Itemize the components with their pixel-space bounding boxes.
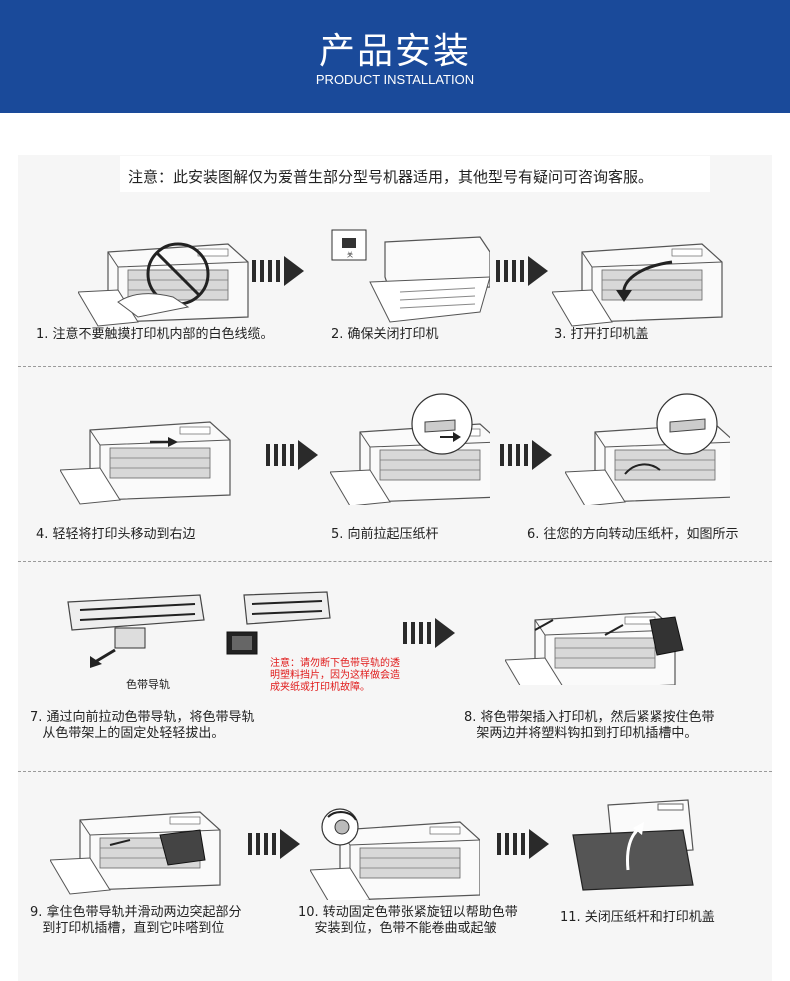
switch-label: 关 <box>347 251 353 259</box>
rotate-arrow-icon <box>624 463 661 475</box>
step6-illustration <box>565 393 730 505</box>
step8-illustration <box>505 611 684 685</box>
step1-illustration <box>78 242 249 327</box>
step-caption: 9. 拿住色带导轨并滑动两边突起部分 到打印机插槽，直到它咔嗒到位 <box>30 905 242 936</box>
page-title: 产品安装 <box>318 31 471 72</box>
rotate-arrow-icon <box>327 811 357 821</box>
step5-illustration <box>330 393 490 505</box>
notice-box <box>120 156 710 192</box>
step-caption: 11. 关闭压纸杆和打印机盖 <box>560 910 715 925</box>
ribbon-cartridge-icon <box>159 829 206 866</box>
printer-icon <box>505 611 676 685</box>
step-caption: 2. 确保关闭打印机 <box>331 327 439 342</box>
step9-illustration <box>50 811 221 895</box>
arrow-right-icon <box>496 256 548 286</box>
step-caption: 8. 将色带架插入打印机，然后紧紧按住色带 架两边并将塑料钩扣到打印机插槽中。 <box>464 710 715 741</box>
printer-icon <box>78 243 249 327</box>
page-subtitle: PRODUCT INSTALLATION <box>315 72 475 87</box>
ribbon-cartridge-icon <box>67 594 205 649</box>
warning-note: 注意：请勿断下色带导轨的透 明塑料挡片，因为这样做会造 成夹纸或打印机故障。 <box>270 658 400 693</box>
printer-icon <box>552 243 723 327</box>
step7-ribbon-illustration <box>67 594 205 668</box>
step10-illustration <box>310 808 480 900</box>
arrow-right-icon <box>500 440 552 470</box>
step-caption: 1. 注意不要触摸打印机内部的白色线缆。 <box>36 327 274 342</box>
header-banner: 产品安装 PRODUCT INSTALLATION <box>0 0 790 113</box>
printer-icon <box>369 236 490 323</box>
ribbon-guide-label: 色带导轨 <box>126 678 170 691</box>
step-caption: 5. 向前拉起压纸杆 <box>331 527 439 542</box>
step-caption: 4. 轻轻将打印头移动到右边 <box>36 527 196 542</box>
step11-illustration <box>572 799 694 891</box>
step2-illustration: 关 <box>331 229 490 323</box>
arrow-right-icon <box>252 256 304 286</box>
row-divider <box>18 561 772 562</box>
arrow-right-icon <box>497 829 549 859</box>
step7-guide-illustration <box>226 591 331 655</box>
arrow-right-icon <box>403 618 455 648</box>
ribbon-cartridge-icon <box>649 616 684 656</box>
printer-icon <box>572 799 694 891</box>
arrow-right-icon <box>266 440 318 470</box>
arrow-right-icon <box>248 829 300 859</box>
row-divider <box>18 771 772 772</box>
printer-icon <box>60 421 231 505</box>
step-caption: 7. 通过向前拉动色带导轨，将色带导轨 从色带架上的固定处轻轻拔出。 <box>30 710 255 741</box>
notice-text: 注意：此安装图解仅为爱普生部分型号机器适用，其他型号有疑问可咨询客服。 <box>128 168 654 186</box>
step-caption: 10. 转动固定色带张紧旋钮以帮助色带 安装到位，色带不能卷曲或起皱 <box>298 905 518 936</box>
step3-illustration <box>552 243 723 327</box>
step4-illustration <box>60 421 231 505</box>
row-divider <box>18 366 772 367</box>
step-caption: 3. 打开打印机盖 <box>554 327 649 342</box>
step-caption: 6. 往您的方向转动压纸杆，如图所示 <box>527 527 739 542</box>
